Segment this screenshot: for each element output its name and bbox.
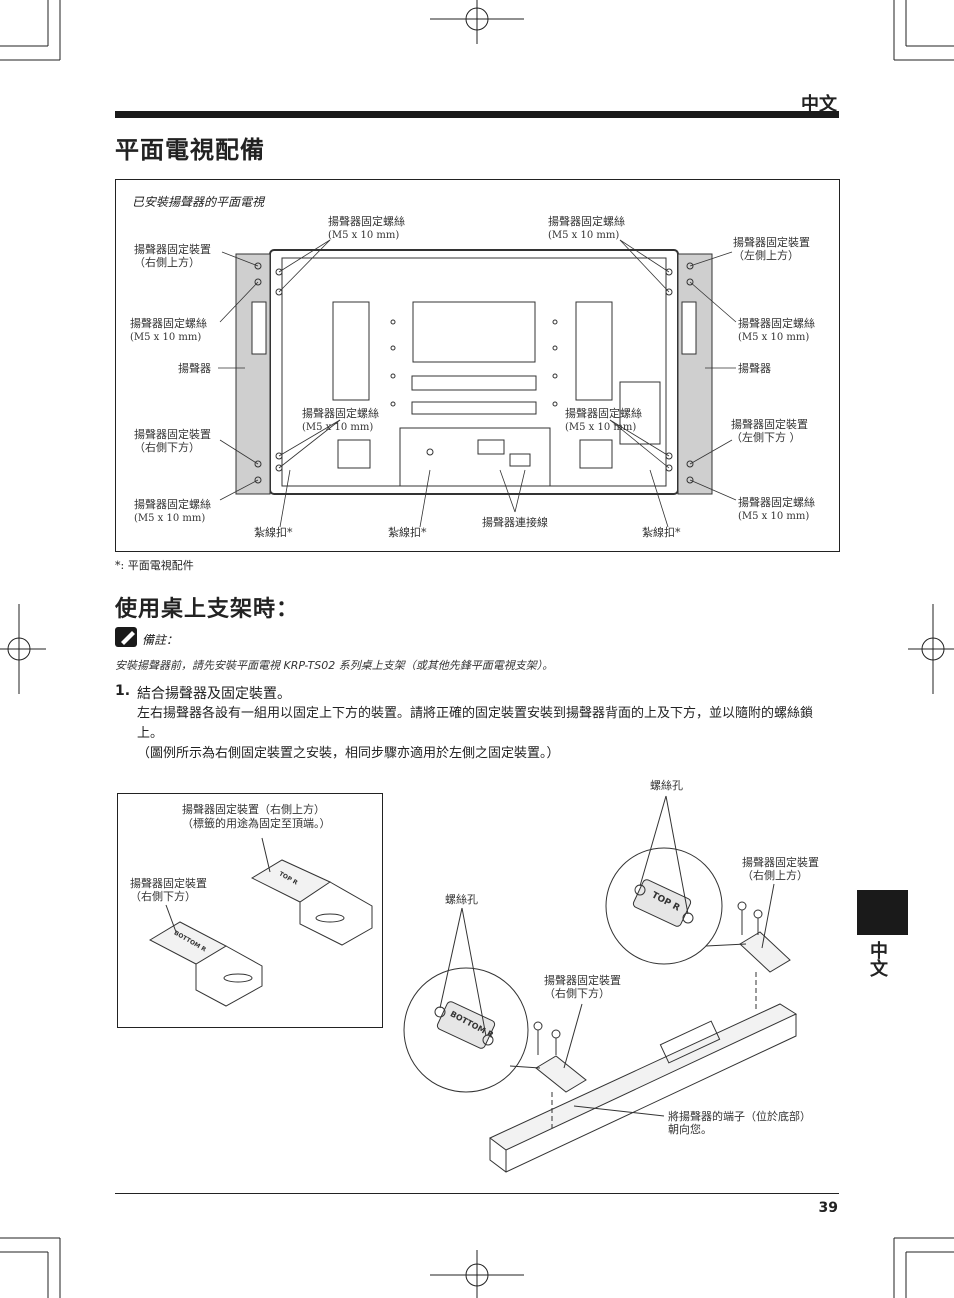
- label-bracket-lower: 揚聲器固定裝置: [544, 974, 621, 987]
- label-bracket-bottom-left: 揚聲器固定裝置: [134, 428, 211, 441]
- label-screw-top-center-left: 揚聲器固定螺絲: [328, 215, 405, 228]
- label-screw-size: (M5 x 10 mm): [548, 230, 620, 241]
- label-bracket-top-right: 揚聲器固定裝置: [733, 236, 810, 249]
- note-text: 安裝揚聲器前，請先安裝平面電視 KRP-TS02 系列桌上支架（或其他先鋒平面電…: [115, 659, 554, 672]
- section-title-accessories: 平面電視配備: [115, 136, 265, 164]
- label-bracket-side: （右側上方）: [134, 256, 200, 269]
- label-screw-left-lower: 揚聲器固定螺絲: [134, 498, 211, 511]
- label-bracket-bottom-right: 揚聲器固定裝置: [731, 418, 808, 431]
- label-bracket-lower-side: （右側下方）: [544, 987, 610, 1000]
- label-screw-size: (M5 x 10 mm): [565, 422, 637, 433]
- label-inset-top-bracket: 揚聲器固定裝置（右側上方）: [182, 803, 325, 816]
- label-band-1: 紮線扣*: [254, 526, 293, 539]
- label-screw-hole-top: 螺絲孔: [650, 779, 683, 792]
- tv-diagram-frame: [115, 179, 840, 552]
- label-band-2: 紮線扣*: [388, 526, 427, 539]
- step-number: 1.: [115, 683, 131, 699]
- label-screw-hole-left: 螺絲孔: [445, 893, 478, 906]
- footnote: *: 平面電視配件: [115, 559, 194, 572]
- page-number: 39: [818, 1200, 838, 1216]
- label-bracket-side: （右側下方）: [134, 441, 200, 454]
- language-side-tab: [857, 890, 908, 935]
- label-bracket-upper-side: （右側上方）: [742, 869, 808, 882]
- side-tab-label: 中文: [867, 941, 888, 977]
- label-screw-size: (M5 x 10 mm): [302, 422, 374, 433]
- label-screw-size: (M5 x 10 mm): [738, 511, 810, 522]
- label-inset-top-note: （標籤的用途為固定至頂端。）: [182, 817, 331, 830]
- label-screw-top-center-right: 揚聲器固定螺絲: [548, 215, 625, 228]
- diagram-caption: 已安裝揚聲器的平面電視: [132, 195, 265, 209]
- footer-rule: [115, 1193, 839, 1194]
- section-title-table-stand: 使用桌上支架時：: [115, 597, 300, 622]
- language-tag: 中文: [801, 94, 837, 115]
- label-screw-mid-right: 揚聲器固定螺絲: [565, 407, 642, 420]
- label-screw-left-upper: 揚聲器固定螺絲: [130, 317, 207, 330]
- step-body-2: （圖例所示為右側固定裝置之安裝，相同步驟亦適用於左側之固定裝置。）: [137, 746, 560, 761]
- step-title: 結合揚聲器及固定裝置。: [137, 686, 291, 702]
- label-screw-size: (M5 x 10 mm): [738, 332, 810, 343]
- label-inset-bottom-bracket: 揚聲器固定裝置: [130, 877, 207, 890]
- note-label: 備註：: [142, 633, 179, 647]
- label-screw-size: (M5 x 10 mm): [328, 230, 400, 241]
- label-speaker-cable: 揚聲器連接線: [482, 516, 548, 529]
- step-body-1: 左右揚聲器各設有一組用以固定上下方的裝置。請將正確的固定裝置安裝到揚聲器背面的上…: [137, 706, 814, 741]
- bracket-inset-frame: [117, 793, 383, 1028]
- label-bracket-side: （左側上方）: [733, 249, 799, 262]
- label-screw-right-upper: 揚聲器固定螺絲: [738, 317, 815, 330]
- label-screw-mid-left: 揚聲器固定螺絲: [302, 407, 379, 420]
- label-bracket-top-left: 揚聲器固定裝置: [134, 243, 211, 256]
- label-inset-bottom-side: （右側下方）: [130, 890, 196, 903]
- label-bracket-side: （左側下方 ）: [731, 431, 801, 444]
- header-rule: [115, 111, 839, 118]
- label-screw-size: (M5 x 10 mm): [134, 513, 206, 524]
- label-terminal-note: 將揚聲器的端子（位於底部）: [668, 1110, 811, 1123]
- label-speaker-right: 揚聲器: [738, 362, 771, 375]
- label-screw-size: (M5 x 10 mm): [130, 332, 202, 343]
- label-terminal-note: 朝向您。: [668, 1123, 712, 1136]
- label-bracket-upper: 揚聲器固定裝置: [742, 856, 819, 869]
- label-band-3: 紮線扣*: [642, 526, 681, 539]
- label-screw-right-lower: 揚聲器固定螺絲: [738, 496, 815, 509]
- label-speaker-left: 揚聲器: [178, 362, 211, 375]
